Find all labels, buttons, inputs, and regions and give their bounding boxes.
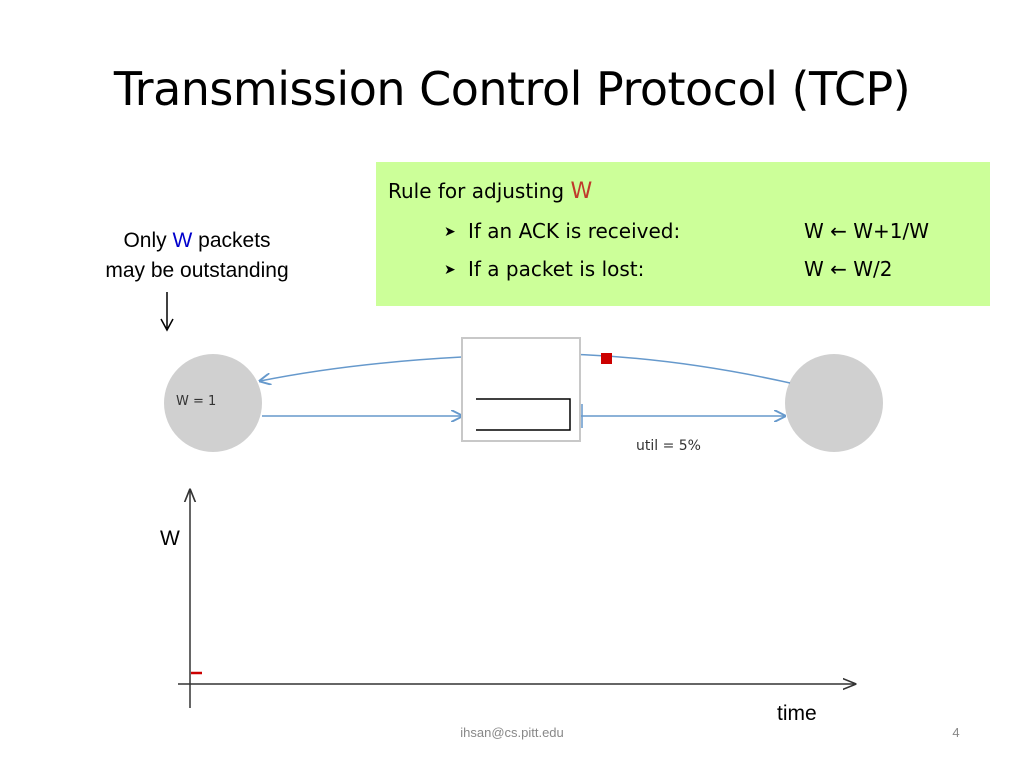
arrow-bullet-icon: ➤ — [444, 262, 456, 278]
note-line-2: may be outstanding — [105, 259, 289, 282]
plot-x-label: time — [777, 702, 817, 725]
rule-ack-update: W ← W+1/W — [804, 219, 930, 243]
arrow-bullet-icon: ➤ — [444, 224, 456, 240]
note-var: W — [172, 229, 193, 252]
rule-ack: ➤ If an ACK is received: W ← W+1/W — [444, 216, 929, 247]
receiver-node — [785, 354, 883, 452]
outstanding-note: Only W packets may be outstanding — [72, 226, 322, 286]
rule-heading-var: W — [570, 179, 593, 204]
utilization-label: util = 5% — [636, 438, 701, 454]
page-number: 4 — [952, 725, 960, 740]
sender-node — [164, 354, 262, 452]
router-box — [461, 337, 581, 442]
router-queue — [476, 398, 571, 431]
note-pointer-arrowhead — [160, 318, 174, 332]
ack-packet-marker — [601, 353, 612, 364]
footer-email: ihsan@cs.pitt.edu — [460, 725, 564, 740]
sender-window-label: W = 1 — [176, 394, 216, 409]
rule-heading: Rule for adjusting W — [388, 176, 978, 207]
plot-y-label: W — [160, 527, 180, 550]
note-text-end: packets — [198, 229, 271, 252]
rule-heading-text: Rule for adjusting — [388, 179, 565, 203]
note-text-start: Only — [123, 229, 167, 252]
slide-title: Transmission Control Protocol (TCP) — [113, 62, 911, 116]
rule-loss: ➤ If a packet is lost: W ← W/2 — [444, 254, 893, 285]
rule-loss-update: W ← W/2 — [804, 257, 893, 281]
rule-loss-condition: If a packet is lost: — [468, 257, 645, 281]
ack-link-left — [260, 356, 463, 381]
rule-box: Rule for adjusting W ➤ If an ACK is recei… — [376, 162, 990, 306]
rule-ack-condition: If an ACK is received: — [468, 219, 681, 243]
